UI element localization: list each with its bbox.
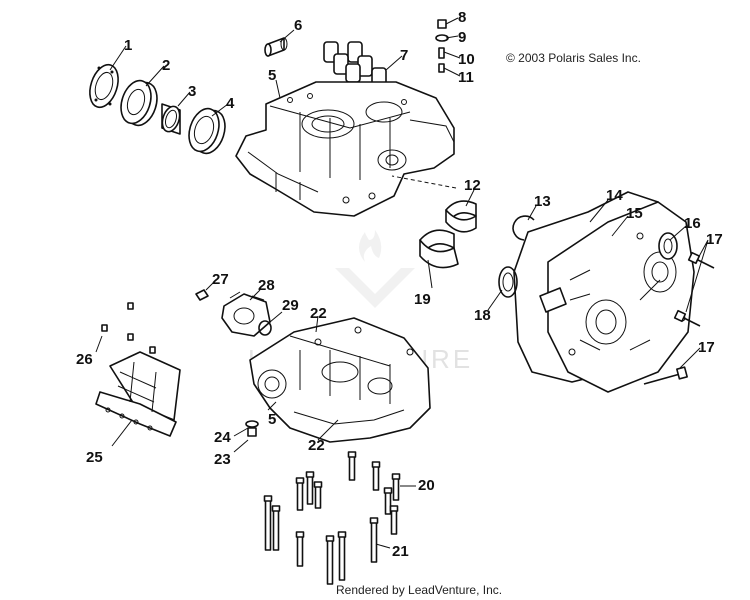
callout-18: 18: [474, 307, 491, 324]
part-29-o-ring: [258, 320, 272, 336]
footer-text: Rendered by LeadVenture, Inc.: [336, 583, 502, 597]
case-bolt-head: [313, 481, 323, 488]
callout-21: 21: [392, 543, 409, 560]
case-bolt-head: [263, 495, 273, 502]
part-23-24-drain-plug: [245, 420, 259, 437]
callout-11: 11: [458, 69, 474, 86]
case-bolt-head: [347, 451, 357, 458]
callout-22-lower: 22: [308, 437, 325, 454]
part-8-11-hardware: [435, 19, 449, 73]
part-28-oil-pump: [221, 291, 271, 337]
part-1-oil-seal: [89, 63, 119, 109]
case-bolt-head: [305, 471, 315, 478]
callout-14: 14: [606, 187, 623, 204]
case-bolt-shank: [264, 499, 272, 551]
part-18-seal: [498, 266, 518, 298]
case-bolt-head: [337, 531, 347, 538]
callout-29: 29: [282, 297, 299, 314]
case-bolt-shank: [326, 539, 334, 585]
case-bolt-head: [369, 517, 379, 524]
part-5-lower-crankcase: [249, 317, 431, 443]
callout-17-lower: 17: [698, 339, 715, 356]
callout-3: 3: [188, 83, 196, 100]
part-26-screws: [101, 302, 156, 354]
case-bolt-head: [383, 487, 393, 494]
callout-7: 7: [400, 47, 408, 64]
case-bolt-shank: [390, 509, 398, 535]
callout-12: 12: [464, 177, 481, 194]
callout-17-upper: 17: [706, 231, 723, 248]
part-2-bearing: [120, 79, 158, 127]
callout-23: 23: [214, 451, 231, 468]
case-bolt-head: [389, 505, 399, 512]
part-20-21-case-bolts: [263, 451, 401, 585]
case-bolt-shank: [392, 477, 400, 501]
part-4-bearing: [188, 107, 226, 155]
case-bolt-head: [391, 473, 401, 480]
leader-lines: [95, 17, 709, 549]
case-bolt-shank: [370, 521, 378, 563]
part-7-tappets: [323, 41, 387, 87]
part-15-crankcase-cover: [539, 201, 695, 393]
callout-20: 20: [418, 477, 435, 494]
case-bolt-shank: [372, 465, 380, 491]
case-bolt-head: [295, 531, 305, 538]
callout-15: 15: [626, 205, 643, 222]
part-6-dowel: [264, 37, 288, 57]
callout-8: 8: [458, 9, 466, 26]
callout-2: 2: [162, 57, 170, 74]
callout-5-lower: 5: [268, 411, 276, 428]
callout-labels: 1 2 3 4 5 6 7 8 9 10 11 12 13 14 15 16 1…: [76, 9, 723, 560]
case-bolt-shank: [314, 485, 322, 509]
callout-9: 9: [458, 29, 466, 46]
part-27-bolt: [195, 289, 209, 301]
callout-10: 10: [458, 51, 475, 68]
case-bolt-shank: [348, 455, 356, 481]
part-25-baffle-plate: [95, 351, 181, 437]
callout-5-upper: 5: [268, 67, 276, 84]
case-bolt-shank: [296, 535, 304, 567]
watermark-logo: [335, 230, 415, 308]
callout-25: 25: [86, 449, 103, 466]
copyright-text: © 2003 Polaris Sales Inc.: [506, 51, 641, 65]
case-bolt-head: [271, 505, 281, 512]
callout-24: 24: [214, 429, 231, 446]
callout-4: 4: [226, 95, 235, 112]
case-bolt-shank: [272, 509, 280, 551]
callout-13: 13: [534, 193, 551, 210]
callout-1: 1: [124, 37, 132, 54]
callout-16: 16: [684, 215, 701, 232]
case-bolt-head: [295, 477, 305, 484]
callout-19: 19: [414, 291, 431, 308]
callout-26: 26: [76, 351, 93, 368]
part-13-snap-ring: [512, 215, 535, 241]
part-16-seal: [658, 232, 678, 260]
case-bolt-shank: [296, 481, 304, 511]
callout-28: 28: [258, 277, 275, 294]
case-bolt-shank: [338, 535, 346, 581]
part-3-sleeve: [161, 103, 181, 135]
part-12-bearing-insert: [445, 200, 477, 233]
case-bolt-head: [325, 535, 335, 542]
callout-6: 6: [294, 17, 302, 34]
part-5-upper-crankcase: [235, 81, 455, 217]
callout-27: 27: [212, 271, 229, 288]
part-19-bearing-insert: [419, 229, 459, 269]
callout-22-upper: 22: [310, 305, 327, 322]
case-bolt-head: [371, 461, 381, 468]
case-bolt-shank: [306, 475, 314, 505]
